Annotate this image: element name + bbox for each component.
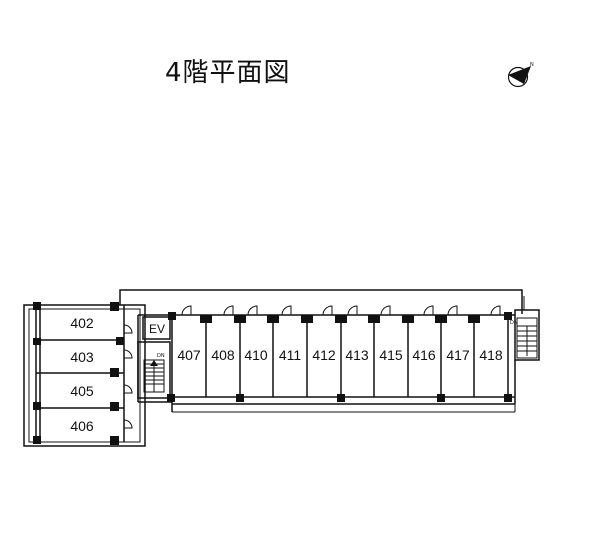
room-label: 411 — [279, 347, 302, 363]
room-label: 407 — [177, 347, 201, 363]
room-label: 417 — [446, 347, 470, 363]
room-label: 410 — [244, 347, 268, 363]
north-arrow-icon: N — [507, 62, 534, 88]
room-label: 418 — [479, 347, 503, 363]
stair-left: DN — [137, 341, 171, 399]
room-label: 406 — [70, 418, 94, 434]
room-label: 403 — [70, 349, 94, 365]
stair-right: DN — [510, 317, 538, 359]
room-label: 413 — [345, 347, 369, 363]
room-label: 415 — [379, 347, 403, 363]
ev-label: EV — [149, 322, 165, 336]
room-labels-left: 402 403 405 406 — [70, 315, 94, 434]
stair-right-dn: DN — [510, 320, 518, 326]
room-label: 405 — [70, 383, 94, 399]
plan-title: 4階平面図 — [165, 58, 291, 88]
room-label: 416 — [412, 347, 436, 363]
north-label: N — [530, 62, 534, 68]
stair-left-dn: DN — [157, 353, 165, 359]
room-label: 402 — [70, 315, 94, 331]
room-labels-main: 407 408 410 411 412 413 415 416 417 418 — [177, 347, 503, 363]
room-label: 412 — [312, 347, 336, 363]
left-wing — [23, 302, 146, 447]
main-wing: EV DN DN — [119, 289, 540, 413]
room-label: 408 — [211, 347, 235, 363]
